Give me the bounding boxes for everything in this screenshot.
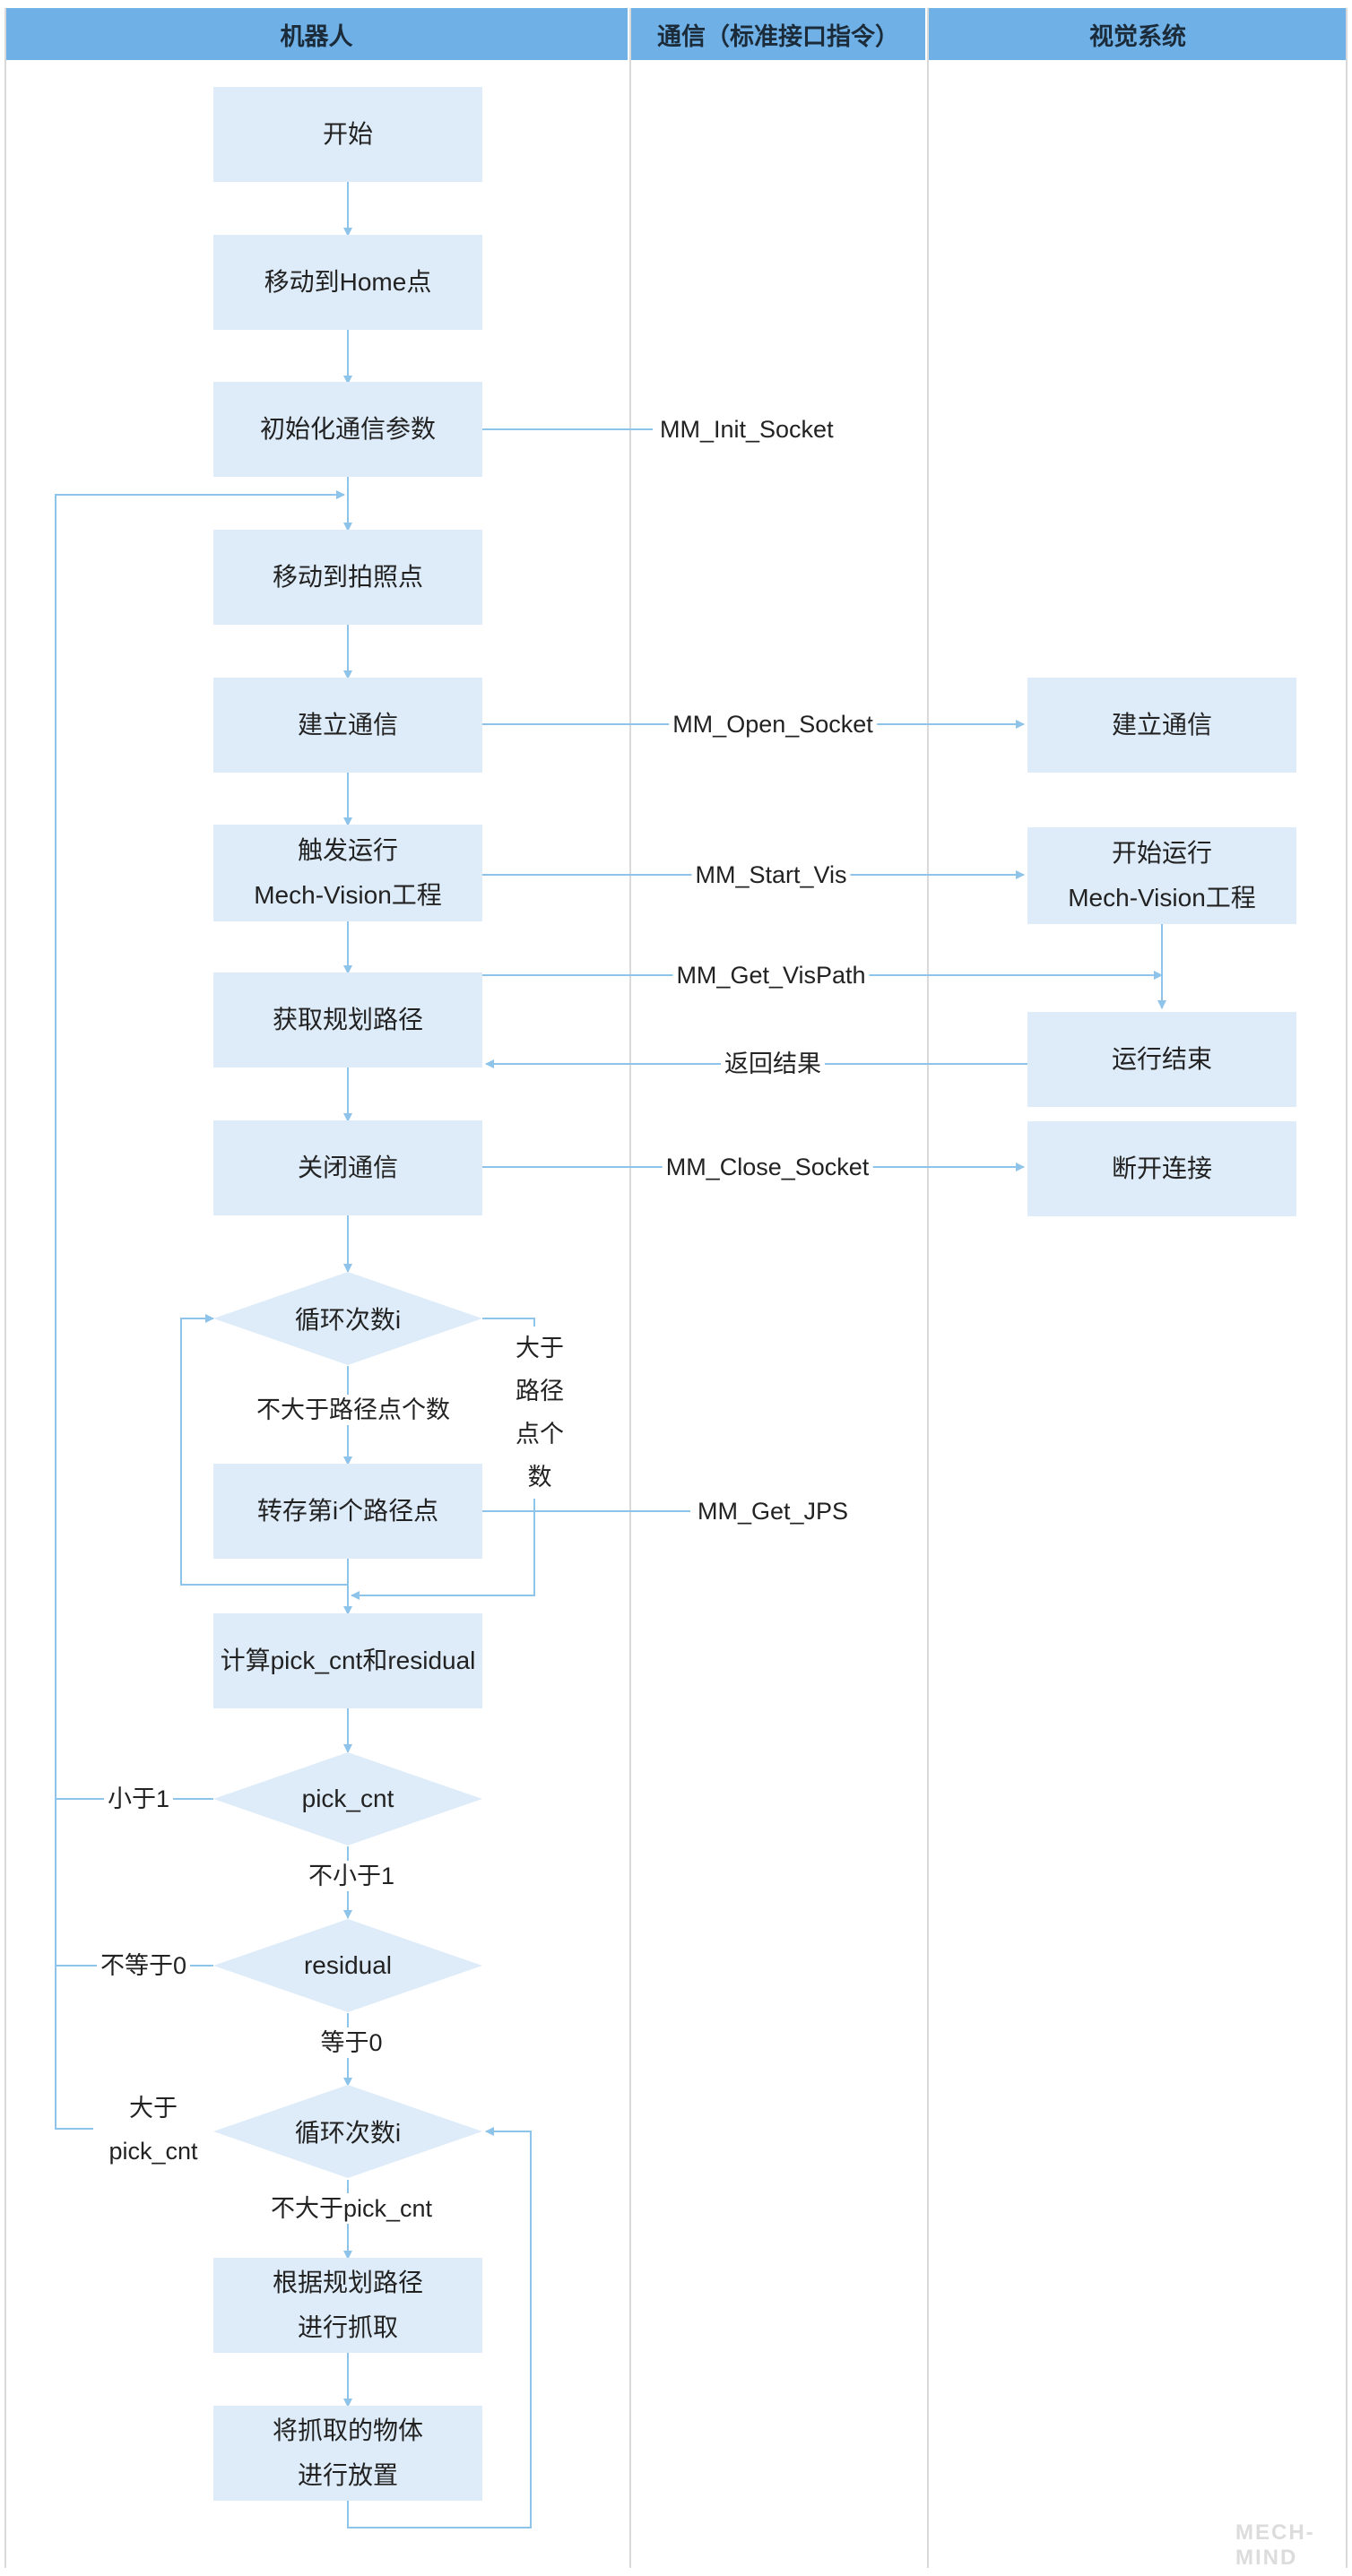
comm-result-label: 返回结果 <box>721 1049 825 1079</box>
loop2-back-line <box>347 2127 532 2528</box>
cond-more-pickcnt: 大于pick_cnt <box>93 2087 213 2173</box>
watermark-logo: MECH-MIND <box>1235 2520 1315 2570</box>
vision-done-label: 运行结束 <box>1111 1045 1212 1073</box>
cond-not-more-pickcnt: 不大于pick_cnt <box>266 2193 437 2224</box>
grasp-label-1: 根据规划路径 <box>272 2269 423 2296</box>
get-path-node: 获取规划路径 <box>213 972 482 1068</box>
lane-header-robot: 机器人 <box>5 8 628 60</box>
calc-label: 计算pick_cnt和residual <box>220 1647 476 1674</box>
init-comm-label: 初始化通信参数 <box>259 415 436 443</box>
cond-less-than-1: 小于1 <box>104 1784 174 1814</box>
trigger-node: 触发运行 Mech-Vision工程 <box>213 825 482 921</box>
connect-node: 建立通信 <box>213 678 482 773</box>
move-home-label: 移动到Home点 <box>264 268 432 296</box>
lane-border-right <box>1346 8 1348 2568</box>
comm-start-label: MM_Start_Vis <box>691 860 851 890</box>
pickcnt-label: pick_cnt <box>301 1785 394 1812</box>
store-point-label: 转存第i个路径点 <box>256 1497 439 1525</box>
close-comm-node: 关闭通信 <box>213 1120 482 1215</box>
vision-connect-node: 建立通信 <box>1027 678 1296 773</box>
calc-node: 计算pick_cnt和residual <box>213 1613 482 1708</box>
place-label-2: 进行放置 <box>297 2461 398 2489</box>
comm-jps-label: MM_Get_JPS <box>694 1496 853 1526</box>
pickcnt-diamond <box>213 1752 482 1846</box>
place-node: 将抓取的物体 进行放置 <box>213 2406 482 2501</box>
cond-not-equal-0: 不等于0 <box>97 1950 191 1981</box>
loop1-back-line <box>180 1314 349 1586</box>
store-point-node: 转存第i个路径点 <box>213 1464 482 1559</box>
vision-done-node: 运行结束 <box>1027 1012 1296 1107</box>
comm-init-label: MM_Init_Socket <box>656 414 837 445</box>
lane-header-vision: 视觉系统 <box>929 8 1347 60</box>
move-home-node: 移动到Home点 <box>213 235 482 330</box>
vision-run-node: 开始运行 Mech-Vision工程 <box>1027 827 1296 924</box>
cond-not-less-1: 不小于1 <box>304 1861 399 1891</box>
start-node: 开始 <box>213 87 482 182</box>
start-label: 开始 <box>322 120 373 148</box>
comm-open-label: MM_Open_Socket <box>669 709 877 739</box>
vision-run-label-1: 开始运行 <box>1111 839 1212 867</box>
lane-divider-2 <box>927 8 929 2568</box>
lane-border-left <box>4 8 6 2568</box>
move-photo-label: 移动到拍照点 <box>272 563 423 591</box>
loop2-label: 循环次数i <box>294 2119 402 2147</box>
cond-equal-0: 等于0 <box>316 2027 386 2058</box>
lane-divider-1 <box>629 8 631 2568</box>
init-comm-node: 初始化通信参数 <box>213 382 482 477</box>
lane-header-comm: 通信（标准接口指令） <box>631 8 925 60</box>
loop1-diamond <box>213 1272 482 1365</box>
grasp-label-2: 进行抓取 <box>297 2313 398 2341</box>
cond-more-points: 大于路径点个数 <box>507 1327 572 1499</box>
comm-getpath-label: MM_Get_VisPath <box>672 960 870 990</box>
residual-label: residual <box>303 1951 393 1979</box>
comm-close-label: MM_Close_Socket <box>662 1152 873 1182</box>
move-photo-node: 移动到拍照点 <box>213 530 482 625</box>
vision-connect-label: 建立通信 <box>1111 711 1212 739</box>
place-label-1: 将抓取的物体 <box>272 2416 423 2444</box>
vision-disconnect-label: 断开连接 <box>1111 1154 1212 1182</box>
vision-disconnect-node: 断开连接 <box>1027 1121 1296 1216</box>
loop2-diamond <box>213 2085 482 2178</box>
connect-label: 建立通信 <box>297 711 398 739</box>
cond-not-more-points: 不大于路径点个数 <box>253 1395 454 1425</box>
close-comm-label: 关闭通信 <box>297 1154 398 1181</box>
vision-run-label-2: Mech-Vision工程 <box>1068 884 1256 912</box>
residual-diamond <box>213 1919 482 2012</box>
trigger-label-2: Mech-Vision工程 <box>254 881 442 909</box>
loop1-label: 循环次数i <box>294 1306 402 1334</box>
grasp-node: 根据规划路径 进行抓取 <box>213 2258 482 2353</box>
trigger-label-1: 触发运行 <box>297 836 398 864</box>
get-path-label: 获取规划路径 <box>272 1006 423 1033</box>
